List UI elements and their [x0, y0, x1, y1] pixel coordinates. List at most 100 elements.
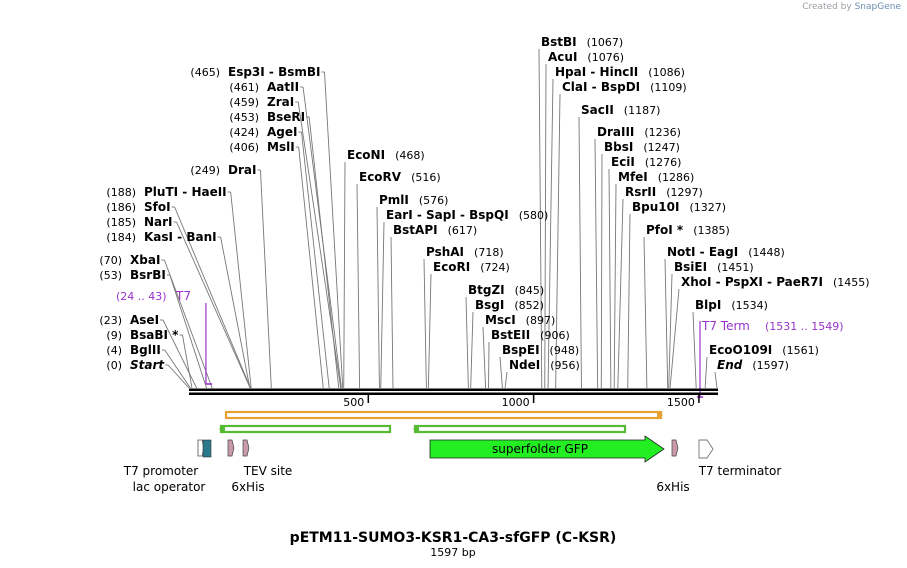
site-econi[interactable]: EcoNI(468)	[347, 148, 425, 162]
site-ecori[interactable]: EcoRI(724)	[433, 260, 510, 274]
site-draiii[interactable]: DraIII(1236)	[597, 125, 681, 139]
site-position-label: (70)	[99, 254, 122, 267]
site-msli[interactable]: (406)MslI	[229, 140, 294, 154]
site-bsteii[interactable]: BstEII(906)	[491, 328, 570, 342]
site-esp3i-bsmbi[interactable]: (465)Esp3I - BsmBI	[190, 65, 320, 79]
site-ecoo109i[interactable]: EcoO109I(1561)	[709, 343, 819, 357]
site-position-label: (1236)	[644, 126, 681, 139]
site-msci[interactable]: MscI(897)	[485, 313, 555, 327]
orf-bar	[219, 424, 392, 434]
site-name-label: PshAI	[426, 245, 464, 259]
orf-forward-1[interactable]	[224, 410, 663, 420]
feature-6xhis-c[interactable]: 6xHis	[656, 439, 690, 494]
site-position-label: (1327)	[689, 201, 726, 214]
site-leader-bsiei	[668, 273, 673, 389]
site-position-label: (1067)	[587, 36, 624, 49]
site-ecii[interactable]: EciI(1276)	[611, 155, 681, 169]
site-leader-eari-sapi-bspqi	[380, 221, 385, 389]
site-start[interactable]: (0)Start	[106, 358, 165, 372]
site-name-label: KasI - BanI	[144, 230, 217, 244]
site-kasi-bani[interactable]: (184) KasI - BanI	[106, 230, 216, 244]
site-pluti-haeii[interactable]: (188)PluTI - HaeII	[106, 185, 226, 199]
site-bsgi[interactable]: BsgI(852)	[475, 298, 544, 312]
site-position-label: (465)	[190, 66, 220, 79]
site-position-label: (852)	[514, 299, 544, 312]
site-rsrii[interactable]: RsrII(1297)	[625, 185, 703, 199]
site-bseri[interactable]: (453)BseRI	[229, 110, 305, 124]
site-position-label: (1247)	[643, 141, 680, 154]
site-name-label: BstAPI	[393, 223, 438, 237]
feature-t7-terminator[interactable]: T7 terminator	[698, 439, 782, 478]
site-clai-bspdi[interactable]: ClaI - BspDI(1109)	[562, 80, 687, 94]
site-position-label: (184)	[106, 231, 136, 244]
site-bsiei[interactable]: BsiEI(1451)	[674, 260, 754, 274]
site-noti-eagi[interactable]: NotI - EagI(1448)	[667, 245, 785, 259]
orf-reverse-2[interactable]	[219, 424, 392, 434]
site-leader-sacii	[578, 116, 582, 389]
site-name-label: AgeI	[267, 125, 297, 139]
site-position-label: (897)	[526, 314, 556, 327]
site-position-label: (1297)	[666, 186, 703, 199]
site-pmli[interactable]: PmlI(576)	[379, 193, 448, 207]
primer-name-label: T7 Term	[701, 319, 750, 333]
feature-promoter[interactable]: T7 promoter	[123, 439, 205, 478]
site-acui[interactable]: AcuI(1076)	[548, 50, 624, 64]
site-leader-clai-bspdi	[555, 93, 561, 389]
site-position-label: (188)	[106, 186, 136, 199]
site-bspei[interactable]: BspEI(948)	[502, 343, 579, 357]
site-end[interactable]: End(1597)	[717, 358, 789, 372]
site-leader-ecii	[608, 168, 612, 389]
site-bsrbi[interactable]: (53)BsrBI	[99, 268, 165, 282]
orf-reverse-3[interactable]	[413, 424, 627, 434]
site-xbai[interactable]: (70)XbaI	[99, 253, 160, 267]
site-bbsi[interactable]: BbsI(1247)	[604, 140, 680, 154]
snapgene-credit: Created by SnapGene	[802, 2, 901, 12]
site-leader-lines	[160, 48, 718, 389]
site-position-label: (1534)	[731, 299, 768, 312]
primer-t7-term[interactable]: T7 Term (1531 .. 1549)	[697, 319, 844, 398]
site-sfoi[interactable]: (186)SfoI	[106, 200, 170, 214]
site-bstapi[interactable]: BstAPI(617)	[393, 223, 477, 237]
site-blpi[interactable]: BlpI(1534)	[695, 298, 768, 312]
site-sacii[interactable]: SacII(1187)	[581, 103, 660, 117]
site-nari[interactable]: (185)NarI	[106, 215, 172, 229]
gfp-cds-arrow	[429, 435, 665, 463]
map-title: pETM11-SUMO3-KSR1-CA3-sfGFP (C-KSR)	[290, 530, 617, 546]
site-bpu10i[interactable]: Bpu10I(1327)	[632, 200, 726, 214]
site-eari-sapi-bspqi[interactable]: EarI - SapI - BspQI(580)	[386, 208, 548, 222]
site-position-label: (516)	[411, 171, 441, 184]
site-position-label: (906)	[540, 329, 570, 342]
site-mfei[interactable]: MfeI(1286)	[618, 170, 694, 184]
site-hpai-hincii[interactable]: HpaI - HincII(1086)	[555, 65, 685, 79]
site-leader-mfei	[613, 183, 617, 389]
site-name-label: EcoO109I	[709, 343, 772, 357]
primer-range-label: (1531 .. 1549)	[765, 320, 844, 333]
site-ndei[interactable]: NdeI(956)	[509, 358, 580, 372]
site-position-label: (1187)	[624, 104, 661, 117]
primer-name-label: T7	[175, 289, 191, 303]
site-ecorv[interactable]: EcoRV(516)	[359, 170, 441, 184]
site-btgzi[interactable]: BtgZI(845)	[468, 283, 544, 297]
primer-t7[interactable]: (24 .. 43)T7	[116, 289, 213, 385]
site-drai[interactable]: (249)DraI	[190, 163, 256, 177]
site-asei[interactable]: (23)AseI	[99, 313, 159, 327]
feature-6xhis-n[interactable]: 6xHis	[227, 439, 265, 494]
site-leader-econi	[343, 161, 346, 389]
feature-lac-operator[interactable]: lac operator	[133, 439, 212, 494]
site-pshai[interactable]: PshAI(718)	[426, 245, 504, 259]
feature-tev-site[interactable]: TEV site	[242, 439, 293, 478]
site-position-label: (424)	[229, 126, 259, 139]
site-agei[interactable]: (424) AgeI	[229, 125, 297, 139]
site-bstbi[interactable]: BstBI(1067)	[541, 35, 623, 49]
site-xhoi-pspxi-paer7i[interactable]: XhoI - PspXI - PaeR7I(1455)	[681, 275, 870, 289]
feature-superfolder-gfp[interactable]: superfolder GFP	[429, 435, 665, 463]
site-pfoi[interactable]: PfoI *(1385)	[646, 223, 730, 237]
site-name-label: EcoNI	[347, 148, 385, 162]
site-zrai[interactable]: (459)ZraI	[229, 95, 294, 109]
site-leader-rsrii	[617, 198, 624, 389]
site-bsabi[interactable]: (9)BsaBI *	[106, 328, 179, 342]
site-bglii[interactable]: (4)BglII	[106, 343, 160, 357]
site-aatii[interactable]: (461)AatII	[229, 80, 299, 94]
orf-arrowhead	[657, 411, 663, 419]
